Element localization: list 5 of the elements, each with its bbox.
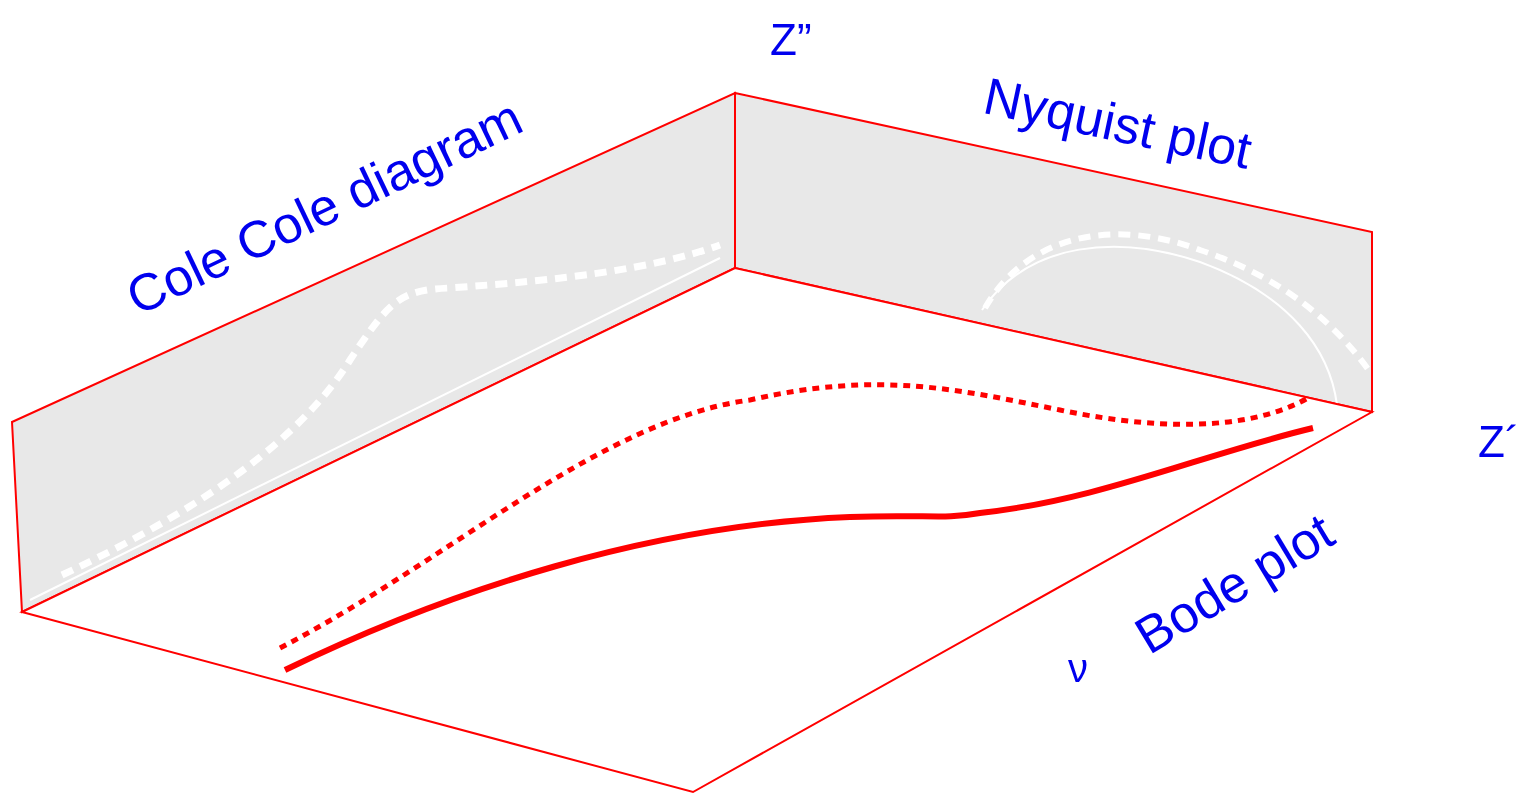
axis-label: ν xyxy=(1068,648,1088,688)
panel-title: Bode plot xyxy=(1126,504,1342,663)
axis-label: Z´ xyxy=(1478,420,1520,464)
panel-title: Nyquist plot xyxy=(979,69,1257,177)
axis-label: Z” xyxy=(770,18,812,62)
